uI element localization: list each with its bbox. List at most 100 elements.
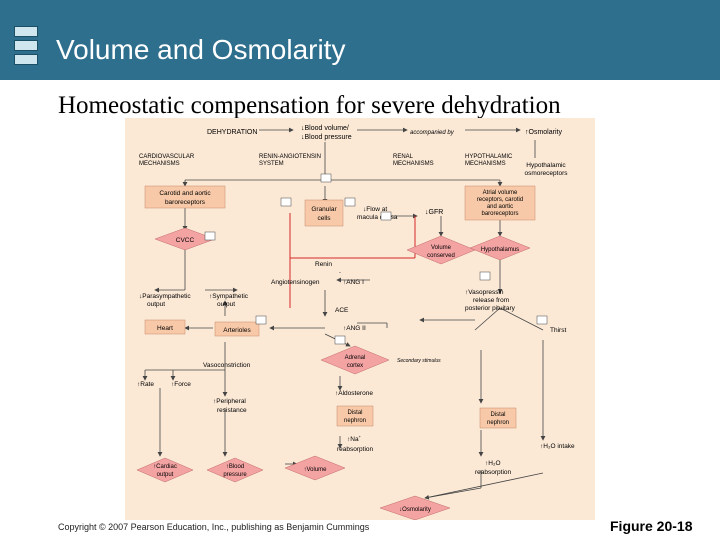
renin-section-1: RENIN-ANGIOTENSIN: [259, 154, 321, 160]
hypothalamus-diamond: [469, 235, 531, 261]
carotid-1: Carotid and aortic: [159, 190, 211, 197]
cardiac-2: output: [157, 472, 174, 478]
symp-1: ↑Sympathetic: [209, 293, 249, 300]
vaso-1-text: Vasopressin: [468, 289, 504, 296]
hypo-osmo-2: osmoreceptors: [525, 170, 569, 177]
bp-1: ↑Blood: [226, 464, 244, 470]
osmolarity-out-text: Osmolarity: [402, 507, 431, 513]
ang-i-label: ↑ANG I: [343, 279, 364, 286]
na-1-text: Na: [350, 436, 359, 443]
distal-nephron-box: [336, 405, 374, 427]
ang-ii-label: ↑ANG II: [343, 325, 366, 332]
flow-2: macula densa: [357, 214, 398, 221]
hypo-section-2: MECHANISMS: [465, 161, 506, 167]
aldosterone-label: ↑Aldosterone: [335, 390, 373, 397]
vaso-2: release from: [473, 297, 509, 304]
cardiac-output-diamond: [136, 457, 194, 483]
volume-out-text: Volume: [306, 467, 327, 473]
minus-badge-icon: [380, 211, 392, 221]
volume-out-label: ↑Volume: [303, 467, 327, 473]
peripheral-1: ↑Peripheral: [213, 398, 246, 405]
angiotensinogen-label: Angiotensinogen: [271, 279, 320, 286]
volume-conserved-1: Volume: [431, 245, 452, 251]
distal2-1: Distal: [490, 412, 505, 418]
osmolarity-diamond: [379, 495, 451, 521]
thirst-label: Thirst: [550, 327, 566, 334]
copyright-text: Copyright © 2007 Pearson Education, Inc.…: [58, 522, 370, 532]
force-text: Force: [174, 381, 191, 388]
vaso-3: posterior pituitary: [465, 305, 516, 312]
blood-pressure-diamond: [206, 457, 264, 483]
dehydration-label: DEHYDRATION: [207, 129, 257, 136]
distal2-2: nephron: [487, 420, 509, 426]
h2o-intake-label: ↑H₂O intake: [540, 443, 575, 450]
gfr-text: GFR: [429, 209, 444, 216]
peripheral-1-text: Peripheral: [216, 398, 246, 405]
para-2: output: [147, 301, 165, 308]
symp-1-text: Sympathetic: [212, 293, 249, 300]
logo-icon: [14, 26, 38, 65]
flow-1: ↓Flow at: [363, 206, 387, 213]
carotid-2: baroreceptors: [165, 199, 206, 206]
aldosterone-text: Aldosterone: [338, 390, 373, 397]
vasoconstriction-label: Vasoconstriction: [203, 362, 251, 369]
renal-section-1: RENAL: [393, 154, 414, 160]
arterioles-box: [214, 321, 260, 337]
figure-label: Figure 20-18: [610, 518, 693, 534]
slide-subtitle: Homeostatic compensation for severe dehy…: [58, 92, 561, 119]
plus-badge-icon: [536, 315, 548, 325]
vaso-1: ↑Vasopressin: [465, 289, 504, 296]
h2o-1-text: H₂O: [488, 460, 500, 467]
osmolarity-out-label: ↓Osmolarity: [399, 507, 431, 513]
rate-label: ↑Rate: [137, 381, 154, 388]
blood-pressure-text: Blood pressure: [305, 134, 352, 141]
cardio-section-2: MECHANISMS: [139, 161, 180, 167]
renin-section-2: SYSTEM: [259, 161, 284, 167]
atrial-1: Atrial volume: [483, 190, 518, 196]
symp-2: output: [217, 301, 235, 308]
minus-badge-icon: [280, 197, 292, 207]
osmolarity-top-text: Osmolarity: [529, 129, 563, 136]
para-1: ↓Parasympathetic: [139, 293, 191, 300]
blood-volume-text: Blood volume/: [305, 125, 349, 132]
hypo-section-1: HYPOTHALAMIC: [465, 154, 513, 160]
plus-badge-icon: [320, 173, 332, 183]
distal-1: Distal: [347, 410, 362, 416]
accompanied-by-label: accompanied by: [410, 130, 455, 136]
adrenal-diamond: [320, 345, 390, 375]
blood-volume-label: ↓Blood volume/: [301, 125, 349, 132]
para-1-text: Parasympathetic: [142, 293, 191, 300]
carotid-box: [144, 185, 226, 209]
ace-label: ACE: [335, 307, 349, 314]
h2o-intake-text: H₂O intake: [543, 443, 575, 450]
renin-label: Renin: [315, 261, 332, 268]
red-flow-lines: [289, 213, 416, 308]
atrial-3: and aortic: [487, 204, 513, 210]
atrial-2: receptors, carotid: [477, 197, 523, 203]
flow-1-text: Flow at: [366, 206, 387, 213]
na-1: ↑Na+: [347, 434, 362, 443]
slide-title: Volume and Osmolarity: [56, 34, 346, 65]
bp-2: pressure: [223, 472, 247, 478]
bp-1-text: Blood: [229, 464, 244, 470]
hypo-osmo-1: Hypothalamic: [526, 162, 566, 169]
cvcc-label: CVCC: [176, 237, 195, 244]
blood-pressure-label: ↓Blood pressure: [301, 134, 352, 141]
volume-conserved-2: conserved: [427, 253, 455, 259]
peripheral-2: resistance: [217, 407, 247, 414]
title-bar: Volume and Osmolarity: [0, 0, 720, 80]
granular-box: [304, 199, 344, 227]
ang-ii-text: ANG II: [346, 325, 366, 332]
distal-nephron-2-box: [479, 407, 517, 429]
minus-badge-icon: [344, 197, 356, 207]
cardiac-1-text: Cardiac: [156, 464, 177, 470]
minus-badge-icon: [255, 315, 267, 325]
hypothalamus-label: Hypothalamus: [481, 247, 519, 253]
plus-badge-icon: [334, 335, 346, 345]
granular-1: Granular: [311, 206, 337, 213]
volume-diamond: [284, 455, 346, 481]
arrow-badges: [204, 173, 548, 345]
h2o-1: ↑H₂O: [485, 460, 501, 467]
plus-badge-icon: [479, 271, 491, 281]
secondary-stimulus-label: Secondary stimulus: [397, 358, 441, 364]
